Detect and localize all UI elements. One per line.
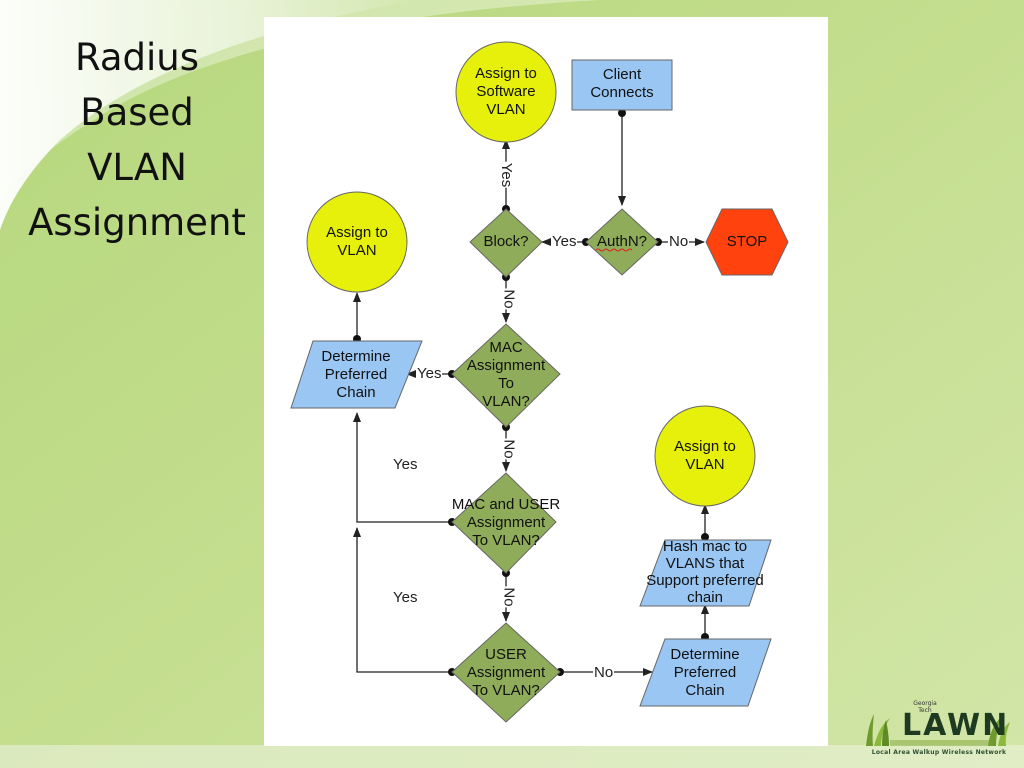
label-line: Chain — [685, 682, 725, 699]
edge-label-user-yes: Yes — [393, 589, 418, 606]
label-determine-chain-right: Determine Preferred Chain — [645, 645, 765, 701]
edge-label-authn-no: No — [668, 233, 690, 250]
logo-institution-line: Georgia — [913, 700, 937, 707]
logo-tagline: Local Area Walkup Wireless Network — [871, 749, 1007, 756]
node-user-assignment-diamond — [451, 622, 561, 723]
node-mac-assignment-diamond — [451, 323, 561, 428]
label-mac-assignment: MAC Assignment To VLAN? — [452, 338, 560, 412]
label-line: Connects — [590, 84, 654, 101]
edge-label-authn-yes: Yes — [551, 233, 578, 250]
lawn-logo: Georgia Tech LAWN Local Area Walkup Wire… — [860, 700, 1018, 762]
slide-title-line: Assignment — [28, 201, 246, 244]
label-line: Assignment — [466, 664, 546, 681]
label-assign-vlan-left: Assign to VLAN — [307, 223, 407, 261]
label-line: VLANS that — [665, 555, 745, 572]
connector-dot — [701, 533, 709, 541]
label-line: Determine — [670, 646, 740, 663]
node-determine-chain-right — [639, 638, 772, 707]
slide-title-line: VLAN — [87, 146, 187, 189]
slide-title: Radius Based VLAN Assignment — [12, 30, 262, 250]
node-hash-mac — [639, 539, 772, 607]
node-assign-vlan-left-circle — [306, 191, 408, 293]
label-hash-mac: Hash mac to VLANS that Support preferred… — [632, 537, 778, 607]
node-stop-hexagon — [705, 208, 789, 276]
logo-institution-line: Tech — [918, 707, 932, 714]
label-line: USER — [485, 646, 527, 663]
edge-label-mac-user-yes: Yes — [393, 456, 418, 473]
label-line: AuthN? — [596, 233, 648, 250]
label-line: To — [498, 375, 514, 392]
edge-label-block-yes: Yes — [498, 161, 516, 189]
label-user-assignment: USER Assignment To VLAN? — [452, 645, 560, 701]
edge-user-to-chain — [353, 527, 452, 673]
label-line: VLAN? — [482, 393, 530, 410]
label-line: MAC — [489, 339, 523, 356]
flowchart-graphics — [290, 41, 789, 723]
spellcheck-underline — [595, 248, 633, 252]
label-line: Client — [602, 66, 642, 83]
edge-label-mac-user-no: No — [500, 586, 518, 608]
label-line: Hash mac to — [662, 538, 748, 555]
label-line: VLAN — [685, 456, 725, 473]
label-mac-user-assignment: MAC and USER Assignment To VLAN? — [436, 495, 576, 551]
label-line: VLAN — [337, 242, 377, 259]
label-line: VLAN — [486, 101, 526, 118]
node-determine-chain-left — [290, 340, 423, 409]
label-assign-vlan-right: Assign to VLAN — [655, 437, 755, 475]
slide-title-line: Radius — [74, 36, 200, 79]
label-line: Block? — [483, 233, 529, 250]
slide-title-line: Based — [80, 91, 194, 134]
edge-label-mac-yes: Yes — [416, 365, 443, 382]
label-line: STOP — [726, 233, 768, 250]
label-line: MAC and USER — [451, 496, 561, 513]
label-line: Chain — [336, 384, 376, 401]
edge-label-block-no: No — [500, 288, 518, 310]
edge-macuser-to-chain — [353, 412, 452, 523]
connector-dot — [618, 109, 626, 117]
grass-icon — [866, 714, 1010, 746]
label-block: Block? — [470, 232, 542, 252]
label-line: To VLAN? — [472, 682, 540, 699]
label-line: Support preferred — [646, 572, 764, 589]
label-line: Preferred — [673, 664, 737, 681]
node-client-connects — [571, 59, 673, 111]
logo-wordmark: LAWN — [902, 708, 1010, 743]
label-line: Assign to — [475, 65, 537, 82]
node-mac-user-diamond — [451, 472, 557, 574]
node-assign-software-circle — [455, 41, 557, 143]
label-assign-software: Assign to Software VLAN — [456, 64, 556, 120]
flowchart-canvas: Client Connects AuthN? STOP Block? Assig… — [264, 17, 828, 746]
node-block-diamond — [469, 208, 543, 278]
label-line: To VLAN? — [472, 532, 540, 549]
label-line: Assignment — [466, 357, 546, 374]
logo-institution: Georgia Tech — [900, 700, 950, 714]
label-line: Assign to — [674, 438, 736, 455]
label-line: Preferred — [324, 366, 388, 383]
label-stop: STOP — [706, 232, 788, 252]
label-authn: AuthN? — [586, 232, 658, 252]
label-determine-chain-left: Determine Preferred Chain — [296, 347, 416, 403]
label-line: Assign to — [326, 224, 388, 241]
label-line: Determine — [321, 348, 391, 365]
label-line: Assignment — [466, 514, 546, 531]
label-line: chain — [687, 589, 723, 606]
label-line: Software — [476, 83, 536, 100]
edge-label-user-no: No — [593, 664, 615, 681]
edge-label-mac-no: No — [500, 438, 518, 460]
node-assign-vlan-right-circle — [654, 405, 756, 507]
node-authn-diamond — [585, 208, 659, 276]
label-client-connects: Client Connects — [572, 64, 672, 104]
